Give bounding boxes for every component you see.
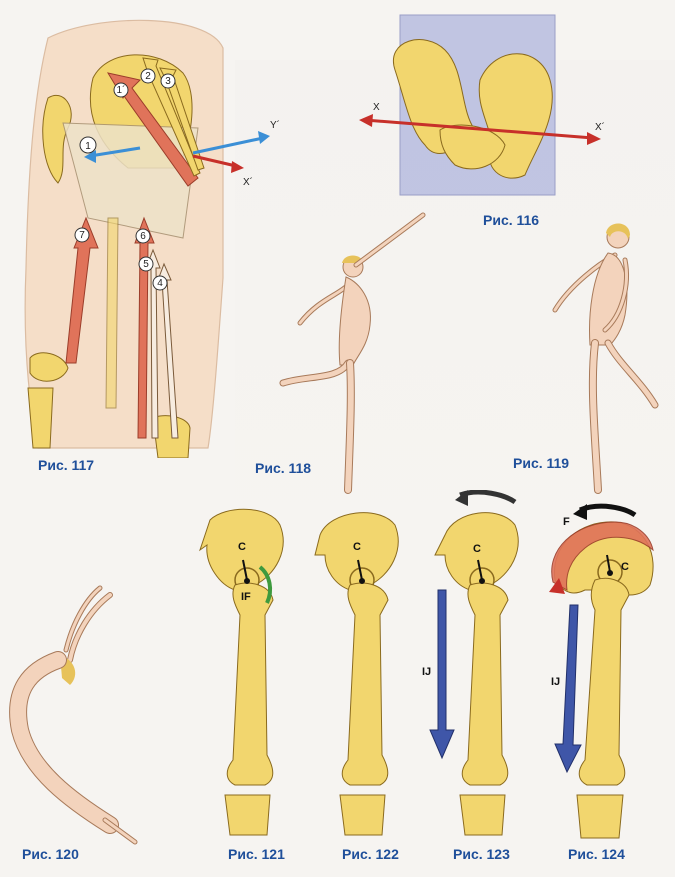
svg-text:1: 1: [85, 141, 91, 152]
muscle-number-markers: 1´ 2 3 1 7 6 5 4: [74, 68, 176, 291]
figure-120-backbend-figure: [9, 585, 138, 845]
figure-117-thigh-muscles: Y´ X´ 1´ 2 3 1 7 6 5 4: [24, 19, 280, 458]
svg-text:3: 3: [165, 76, 171, 87]
caption-fig116: Рис. 116: [483, 212, 540, 228]
svg-text:1´: 1´: [117, 84, 126, 96]
svg-text:6: 6: [140, 231, 146, 242]
svg-text:7: 7: [79, 230, 85, 241]
figure-124-femur-ij-f: F C IJ: [549, 503, 654, 839]
caption-fig121: Рис. 121: [228, 846, 285, 862]
svg-text:2: 2: [145, 71, 151, 82]
axis-x-label: X´: [243, 176, 253, 188]
label-if: IF: [241, 591, 251, 603]
axis-x-left-label: X: [373, 102, 380, 113]
axis-x-right-label: X´: [595, 121, 605, 133]
label-ij: IJ: [422, 666, 431, 678]
label-ij: IJ: [551, 676, 560, 688]
caption-fig120: Рис. 120: [22, 846, 79, 862]
label-c: C: [621, 561, 629, 573]
figure-123-femur-ij: C IJ: [422, 490, 519, 836]
label-c: C: [473, 543, 481, 555]
figure-119-standing-figure: [552, 223, 659, 494]
caption-fig117: Рис. 117: [38, 457, 95, 473]
axis-y-label: Y´: [270, 119, 280, 131]
caption-fig118: Рис. 118: [255, 460, 312, 476]
figure-122-femur: C: [314, 512, 399, 836]
svg-text:5: 5: [143, 259, 149, 270]
figure-116-pelvis-axis: X X´: [359, 14, 605, 196]
label-c: C: [238, 541, 246, 553]
figure-121-femur: C IF: [199, 508, 284, 836]
svg-text:4: 4: [157, 278, 163, 289]
caption-fig119: Рис. 119: [513, 455, 570, 471]
caption-fig123: Рис. 123: [453, 846, 510, 862]
caption-fig124: Рис. 124: [568, 846, 625, 862]
figure-118-dancer-arabesque: [279, 212, 426, 494]
label-c: C: [353, 541, 361, 553]
caption-fig122: Рис. 122: [342, 846, 399, 862]
label-f: F: [563, 516, 570, 528]
